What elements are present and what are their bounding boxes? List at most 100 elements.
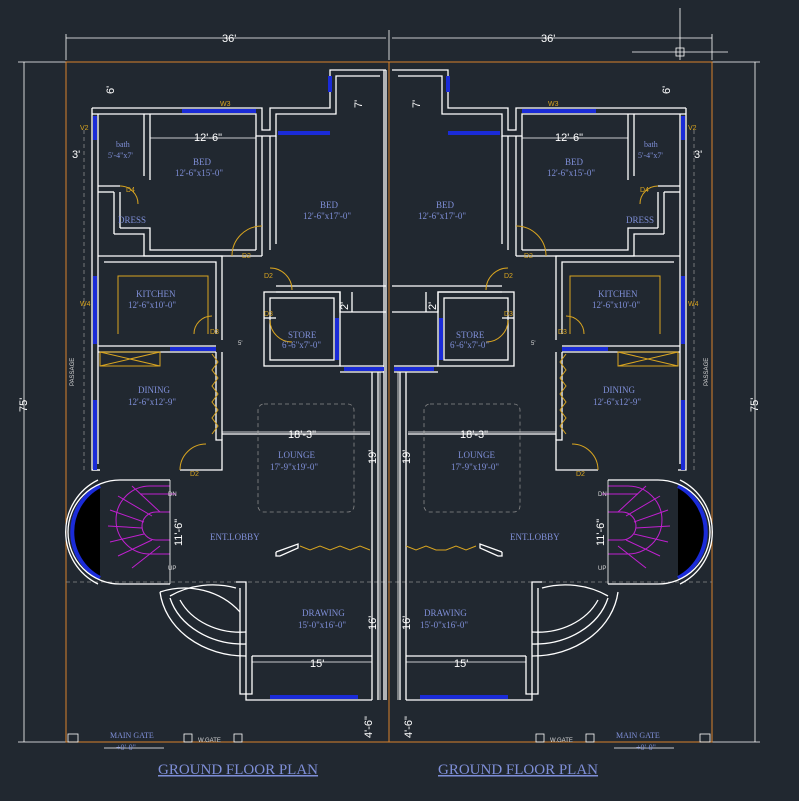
plot-boundary <box>65 61 713 743</box>
dim-depth-left: 75' <box>18 398 30 412</box>
tag-v2-left: V2 <box>80 125 89 132</box>
room-dress-right: DRESS <box>626 215 654 225</box>
tag-d3-kitchen-right: D3 <box>558 329 567 336</box>
room-passage-left: PASSAGE <box>70 358 76 386</box>
w-gate-left: W.GATE <box>198 738 221 744</box>
dim-bed-width-left: 12'-6" <box>194 132 222 144</box>
dim-drawing-width-right: 15' <box>454 658 468 670</box>
dim-side-left: 3' <box>72 149 80 161</box>
room-bedc-right: BED <box>436 200 455 210</box>
room-bedc-left: BED <box>320 200 339 210</box>
interior-dimension-lines <box>150 137 628 700</box>
room-dining-right: DINING <box>603 385 635 395</box>
room-kitchen-right: KITCHEN <box>598 289 638 299</box>
room-bed-right: BED <box>565 157 584 167</box>
room-bath-right: bath <box>644 140 658 149</box>
tag-d3-store-left: D3 <box>264 311 273 318</box>
room-drawing-left: DRAWING <box>302 608 345 618</box>
dim-front-setback-left: 4'-6" <box>363 716 375 738</box>
right-unit-walls <box>392 69 687 701</box>
tag-w3-right: W3 <box>548 101 559 108</box>
tag-dn-right: DN <box>598 492 607 498</box>
room-bath-size-right: 5'-4"x7' <box>638 151 663 160</box>
room-lounge-right: LOUNGE <box>458 450 495 460</box>
room-lounge-left: LOUNGE <box>278 450 315 460</box>
room-lobby-left: ENT.LOBBY <box>210 532 260 542</box>
tag-d2-bed-right: D2 <box>524 253 533 260</box>
dim-front-setback-right: 4'-6" <box>403 716 415 738</box>
room-store-left: STORE <box>288 330 317 340</box>
dim-store-gap-left: 2' <box>339 302 351 310</box>
room-passage-right: PASSAGE <box>704 358 710 386</box>
room-bath-left: bath <box>116 140 130 149</box>
dim-drawing-depth-right: 16' <box>401 616 413 630</box>
dim-bed-setback-right: 7' <box>411 100 423 108</box>
dim-bed-width-right: 12'-6" <box>555 132 583 144</box>
dim-side-right: 3' <box>694 149 702 161</box>
tag-dn-left: DN <box>168 492 177 498</box>
tag-d2-bed-left: D2 <box>242 253 251 260</box>
room-drawing-right: DRAWING <box>424 608 467 618</box>
room-dining-size-left: 12'-6"x12'-9" <box>128 397 176 407</box>
tag-d2-lounge-right: D2 <box>576 471 585 478</box>
door-swings <box>119 185 659 471</box>
caption-left: GROUND FLOOR PLAN <box>158 762 318 778</box>
tag-d2-store-right: D2 <box>504 273 513 280</box>
level-right: +0'-0" <box>636 743 656 752</box>
staircases <box>65 479 713 657</box>
dim-lobby-depth-right: 11'-6" <box>595 519 607 546</box>
room-bedc-size-left: 12'-6"x17'-0" <box>303 211 351 221</box>
gate-markers <box>67 733 711 749</box>
room-drawing-size-left: 15'-0"x16'-0" <box>298 620 346 630</box>
dim-store-gap-right: 2' <box>427 302 439 310</box>
room-store-size-left: 6'-6"x7'-0" <box>282 340 321 350</box>
room-drawing-size-right: 15'-0"x16'-0" <box>420 620 468 630</box>
room-kitchen-size-right: 12'-6"x10'-0" <box>592 300 640 310</box>
tag-v2-right: V2 <box>688 125 697 132</box>
dim-lounge-width-right: 18'-3" <box>460 429 488 441</box>
fixtures <box>99 275 679 551</box>
w-gate-right: W.GATE <box>550 738 573 744</box>
dim-drawing-depth-left: 16' <box>367 616 379 630</box>
dim-depth-right: 75' <box>749 398 761 412</box>
room-bedc-size-right: 12'-6"x17'-0" <box>418 211 466 221</box>
main-gate-left: MAIN GATE <box>110 731 154 740</box>
tag-d3-store-right: D3 <box>504 311 513 318</box>
room-dress-left: DRESS <box>118 215 146 225</box>
dim-passage-gap-right: 5' <box>531 341 535 347</box>
main-gate-right: MAIN GATE <box>616 731 660 740</box>
dim-lounge-width-left: 18'-3" <box>288 429 316 441</box>
room-bed-size-left: 12'-6"x15'-0" <box>175 168 223 178</box>
room-bed-size-right: 12'-6"x15'-0" <box>547 168 595 178</box>
level-left: +0'-0" <box>116 743 136 752</box>
room-store-right: STORE <box>456 330 485 340</box>
dim-lounge-depth-left: 19' <box>367 450 379 464</box>
dim-top-right: 36' <box>541 33 555 45</box>
room-bed-left: BED <box>193 157 212 167</box>
tag-up-right: UP <box>598 566 606 572</box>
dim-lounge-depth-right: 19' <box>401 450 413 464</box>
tag-d4-left: D4 <box>126 187 135 194</box>
dim-lobby-depth-left: 11'-6" <box>173 519 185 546</box>
tag-w4-right: W4 <box>688 301 699 308</box>
dim-bath-setback-right: 6' <box>661 86 673 94</box>
dim-bath-setback-left: 6' <box>105 86 117 94</box>
room-kitchen-size-left: 12'-6"x10'-0" <box>128 300 176 310</box>
room-kitchen-left: KITCHEN <box>136 289 176 299</box>
tag-d2-store-left: D2 <box>264 273 273 280</box>
dim-drawing-width-left: 15' <box>310 658 324 670</box>
room-dining-size-right: 12'-6"x12'-9" <box>593 397 641 407</box>
room-dining-left: DINING <box>138 385 170 395</box>
dim-top-left: 36' <box>222 33 236 45</box>
room-store-size-right: 6'-6"x7'-0" <box>450 340 489 350</box>
room-bath-size-left: 5'-4"x7' <box>108 151 133 160</box>
tag-w4-left: W4 <box>80 301 91 308</box>
room-lounge-size-left: 17'-9"x19'-0" <box>270 462 318 472</box>
left-unit-walls <box>91 69 387 701</box>
tag-d4-right: D4 <box>640 187 649 194</box>
tag-up-left: UP <box>168 566 176 572</box>
dim-bed-setback-left: 7' <box>353 100 365 108</box>
tag-w3-left: W3 <box>220 101 231 108</box>
room-lounge-size-right: 17'-9"x19'-0" <box>451 462 499 472</box>
